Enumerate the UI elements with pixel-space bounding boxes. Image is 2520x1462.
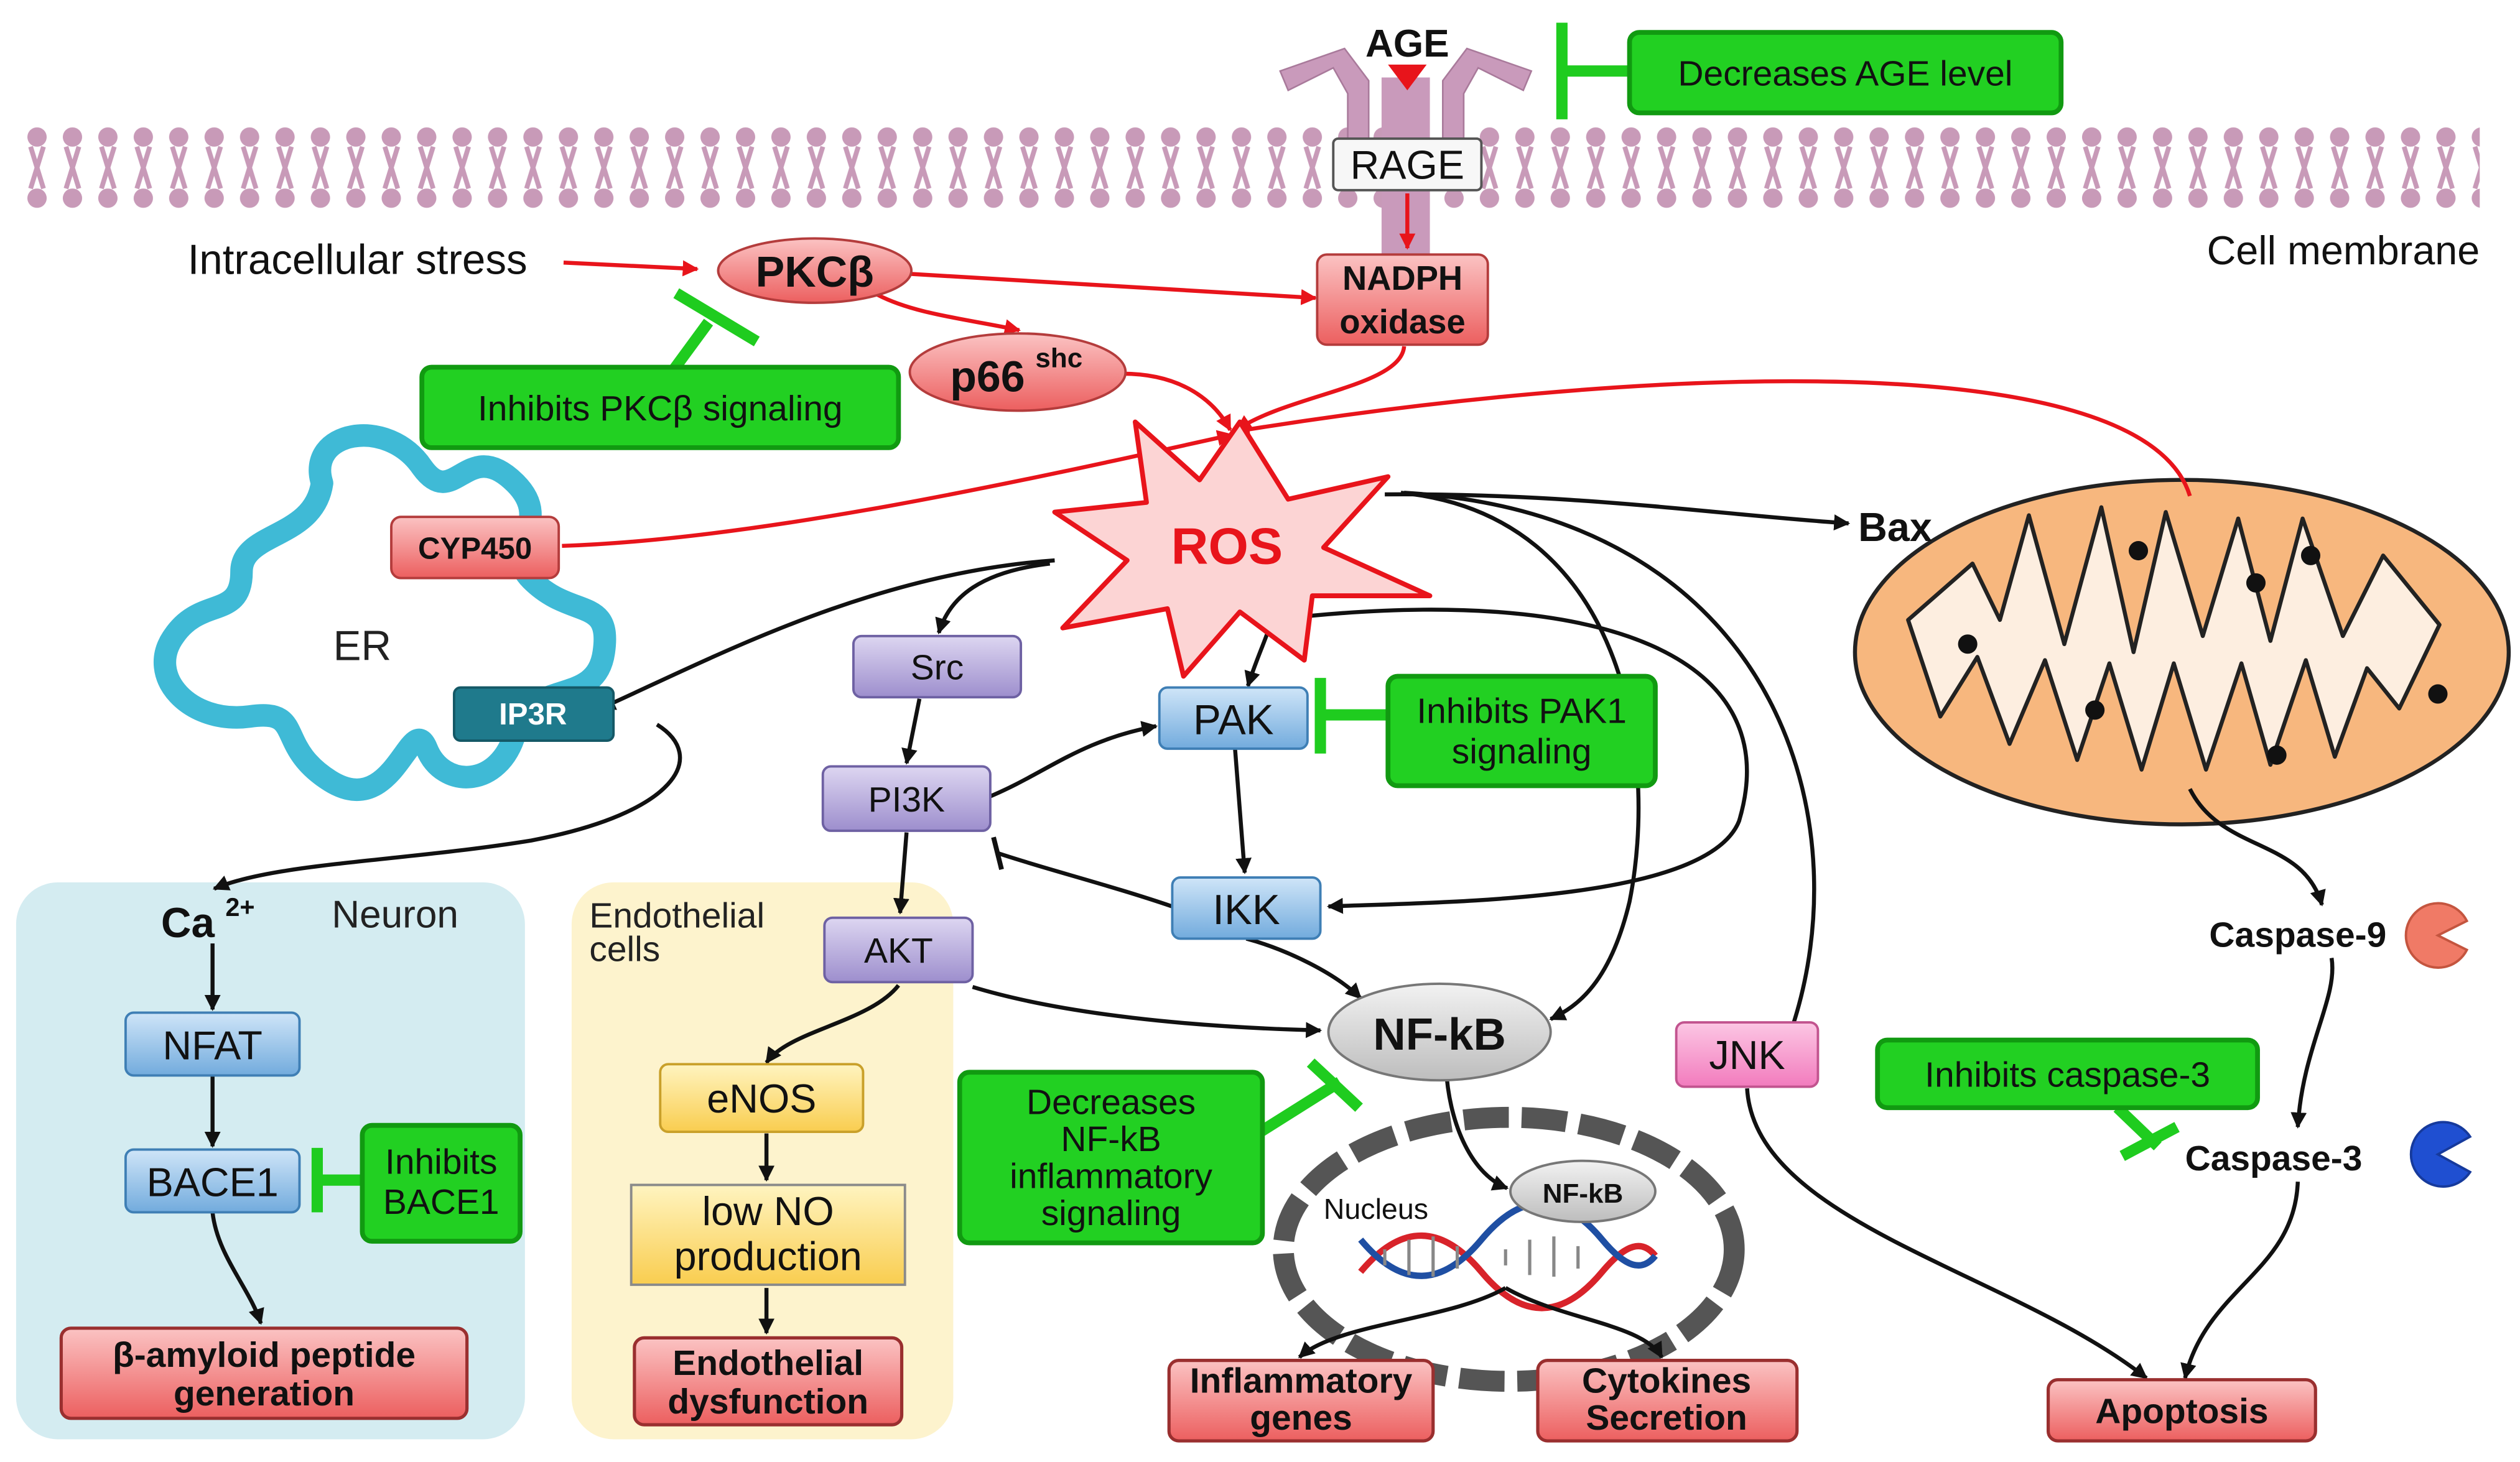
- svg-text:genes: genes: [1250, 1398, 1352, 1438]
- svg-text:generation: generation: [174, 1374, 355, 1413]
- svg-text:NF-kB: NF-kB: [1543, 1178, 1624, 1209]
- endothelial-label-line2: cells: [589, 930, 660, 969]
- svg-text:NADPH: NADPH: [1342, 259, 1462, 297]
- er-label: ER: [333, 623, 392, 670]
- inhibitor-pak1-signaling: Inhibits PAK1 signaling: [1385, 673, 1658, 789]
- endothelial-label-line1: Endothelial: [589, 895, 765, 935]
- svg-text:Cytokines: Cytokines: [1582, 1361, 1751, 1400]
- outcome-cytokines-secretion: Cytokines Secretion: [1536, 1359, 1799, 1443]
- svg-text:inflammatory: inflammatory: [1010, 1157, 1212, 1196]
- svg-text:shc: shc: [1035, 343, 1082, 373]
- node-nfkb-nuclear: NF-kB: [1509, 1159, 1657, 1223]
- inhibitor-bace1: Inhibits BACE1: [360, 1122, 523, 1244]
- svg-text:low NO: low NO: [702, 1188, 834, 1234]
- svg-text:AKT: AKT: [864, 931, 933, 971]
- node-ros: ROS: [1052, 419, 1433, 679]
- outcome-amyloid: β-amyloid peptide generation: [59, 1326, 469, 1420]
- svg-text:Endothelial: Endothelial: [672, 1343, 863, 1383]
- caspase-9-icon: [2404, 902, 2469, 969]
- node-jnk: JNK: [1675, 1021, 1820, 1088]
- node-ikk: IKK: [1171, 876, 1322, 940]
- svg-text:production: production: [674, 1234, 862, 1279]
- mitochondrion: [1853, 478, 2511, 826]
- svg-text:Inhibits PKCβ signaling: Inhibits PKCβ signaling: [478, 389, 843, 428]
- svg-text:IKK: IKK: [1212, 887, 1280, 933]
- node-pak: PAK: [1158, 686, 1309, 750]
- cell-membrane-label: Cell membrane: [2207, 228, 2480, 273]
- node-bax: Bax: [1858, 504, 1932, 550]
- outcome-endothelial-dysfunction: Endothelial dysfunction: [633, 1336, 904, 1427]
- svg-text:signaling: signaling: [1452, 731, 1592, 771]
- outcome-apoptosis: Apoptosis: [2046, 1378, 2317, 1443]
- svg-text:Src: Src: [911, 648, 964, 688]
- svg-text:NF-kB: NF-kB: [1373, 1009, 1505, 1060]
- svg-text:ROS: ROS: [1171, 517, 1283, 575]
- svg-text:PI3K: PI3K: [868, 780, 945, 820]
- svg-text:Inhibits: Inhibits: [385, 1142, 497, 1182]
- node-pkcb: PKCβ: [717, 237, 913, 304]
- svg-text:PAK: PAK: [1193, 697, 1274, 744]
- outcome-inflammatory-genes: Inflammatory genes: [1167, 1359, 1435, 1443]
- svg-text:Decreases: Decreases: [1026, 1083, 1196, 1122]
- nucleus: [1273, 1106, 1745, 1392]
- endoplasmic-reticulum: [154, 424, 616, 801]
- svg-text:Inflammatory: Inflammatory: [1190, 1361, 1413, 1400]
- svg-text:Inhibits PAK1: Inhibits PAK1: [1416, 692, 1627, 731]
- node-nadph-oxidase: NADPH oxidase: [1316, 253, 1489, 346]
- svg-text:NFAT: NFAT: [162, 1023, 263, 1068]
- neuron-label: Neuron: [332, 893, 458, 936]
- edges: [204, 193, 2335, 1380]
- nucleus-label: Nucleus: [1324, 1193, 1428, 1225]
- svg-text:CYP450: CYP450: [418, 532, 532, 566]
- node-pi3k: PI3K: [821, 765, 992, 832]
- age-label: AGE: [1365, 22, 1449, 65]
- node-low-no-production: low NO production: [630, 1183, 906, 1286]
- svg-text:BACE1: BACE1: [147, 1160, 279, 1205]
- caspase-3-icon: [2409, 1121, 2472, 1188]
- svg-text:IP3R: IP3R: [499, 697, 567, 731]
- svg-text:eNOS: eNOS: [707, 1076, 816, 1121]
- node-enos: eNOS: [659, 1063, 865, 1133]
- svg-text:BACE1: BACE1: [383, 1182, 500, 1222]
- intracellular-stress-label: Intracellular stress: [188, 236, 528, 283]
- inhibitor-caspase-3: Inhibits caspase-3: [1875, 1037, 2260, 1111]
- svg-text:p66: p66: [950, 352, 1025, 400]
- cell-membrane: [19, 126, 2480, 210]
- inhibitor-nfkb-signaling: Decreases NF-kB inflammatory signaling: [957, 1070, 1265, 1246]
- svg-text:Decreases AGE level: Decreases AGE level: [1678, 54, 2012, 94]
- node-src: Src: [852, 634, 1023, 699]
- node-bace1: BACE1: [124, 1148, 301, 1214]
- svg-text:β-amyloid peptide: β-amyloid peptide: [113, 1335, 416, 1375]
- node-caspase-9: Caspase-9: [2209, 915, 2386, 955]
- node-p66shc: p66 shc: [908, 332, 1127, 412]
- svg-text:Inhibits caspase-3: Inhibits caspase-3: [1925, 1055, 2210, 1095]
- node-calcium: Ca: [161, 900, 215, 946]
- node-calcium-charge: 2+: [225, 893, 254, 922]
- svg-text:JNK: JNK: [1709, 1032, 1785, 1078]
- svg-text:PKCβ: PKCβ: [756, 248, 874, 296]
- svg-text:oxidase: oxidase: [1339, 303, 1465, 341]
- inhibitor-age-level: Decreases AGE level: [1627, 30, 2064, 116]
- inhibitor-bars: [311, 22, 2180, 1213]
- svg-text:signaling: signaling: [1041, 1193, 1181, 1233]
- svg-text:dysfunction: dysfunction: [667, 1382, 868, 1422]
- svg-text:NF-kB: NF-kB: [1061, 1119, 1161, 1159]
- svg-text:Apoptosis: Apoptosis: [2095, 1392, 2268, 1432]
- node-akt: AKT: [823, 916, 974, 984]
- rage-label: RAGE: [1351, 142, 1464, 188]
- node-ip3r: IP3R: [453, 686, 615, 742]
- endothelial-region: [571, 882, 954, 1440]
- inhibitor-pkcb-signaling: Inhibits PKCβ signaling: [419, 364, 901, 450]
- node-cyp450: CYP450: [390, 516, 560, 580]
- age-ligand-icon: [1388, 64, 1427, 91]
- node-nfkb: NF-kB: [1327, 982, 1552, 1082]
- node-nfat: NFAT: [124, 1011, 301, 1077]
- node-caspase-3: Caspase-3: [2185, 1139, 2363, 1178]
- svg-text:Secretion: Secretion: [1586, 1398, 1747, 1438]
